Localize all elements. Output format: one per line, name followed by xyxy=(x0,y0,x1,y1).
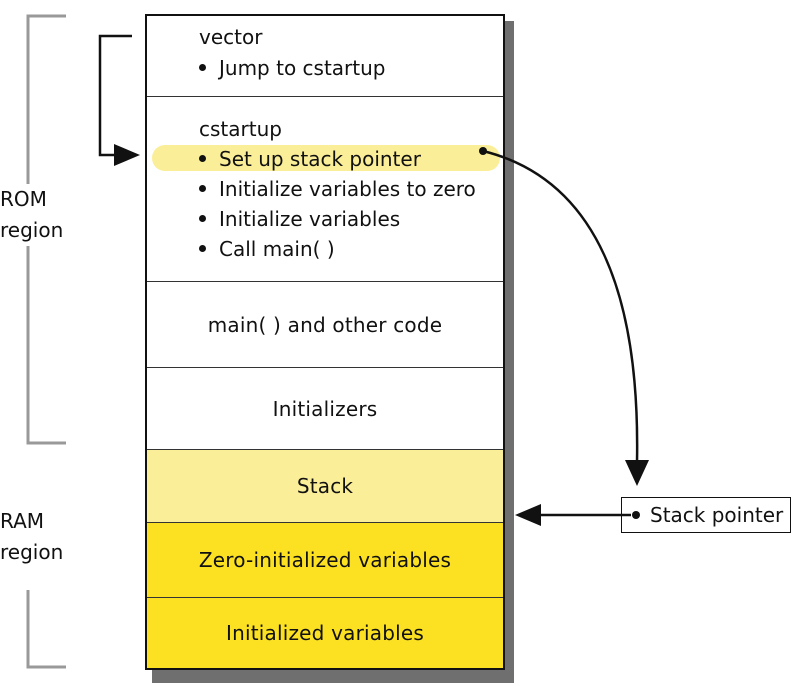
bullet-dot xyxy=(199,64,206,71)
cstartup-block: cstartup Set up stack pointer Initialize… xyxy=(147,97,503,282)
cstartup-title: cstartup xyxy=(199,117,282,141)
jump-arrow-line xyxy=(98,34,132,157)
ram-label-line2: region xyxy=(0,540,64,564)
initialized-variables-label: Initialized variables xyxy=(225,621,425,645)
cstartup-bullet: Initialize variables to zero xyxy=(199,177,476,201)
bullet-text: Set up stack pointer xyxy=(219,147,421,171)
bullet-text: Initialize variables xyxy=(219,207,401,231)
zero-initialized-label: Zero-initialized variables xyxy=(198,548,452,572)
rom-region-label: ROM region xyxy=(0,184,64,246)
ram-region-label: RAM region xyxy=(0,506,63,568)
vector-block: vector Jump to cstartup xyxy=(147,16,503,97)
cstartup-bullet: Set up stack pointer xyxy=(199,147,421,171)
stack-pointer-arrow-head xyxy=(515,504,541,526)
stack-pointer-dot xyxy=(632,511,640,519)
bullet-text: Call main( ) xyxy=(219,237,335,261)
cstartup-bullet: Call main( ) xyxy=(199,237,335,261)
bullet-dot xyxy=(199,215,206,222)
vector-title: vector xyxy=(199,25,263,49)
main-code-label: main( ) and other code xyxy=(207,312,443,337)
stack-pointer-highlight xyxy=(152,145,500,171)
bullet-text: Initialize variables to zero xyxy=(219,177,476,201)
cstartup-bullet: Initialize variables xyxy=(199,207,400,231)
rom-label-line1: ROM xyxy=(0,187,47,211)
stack-pointer-label: Stack pointer xyxy=(650,503,784,527)
bullet-dot xyxy=(199,185,206,192)
jump-arrow-head xyxy=(114,144,140,166)
setup-to-stack-arrow-head xyxy=(625,460,649,486)
memory-map: vector Jump to cstartup cstartup Set up … xyxy=(145,14,505,670)
initialized-variables-block: Initialized variables xyxy=(147,598,503,668)
main-code-block: main( ) and other code xyxy=(147,282,503,368)
initializers-block: Initializers xyxy=(147,368,503,450)
zero-initialized-block: Zero-initialized variables xyxy=(147,523,503,598)
stack-pointer-box: Stack pointer xyxy=(621,497,791,533)
ram-label-line1: RAM xyxy=(0,509,45,533)
stack-block: Stack xyxy=(147,450,503,523)
ram-region-bracket xyxy=(26,590,66,669)
bullet-dot xyxy=(199,155,206,162)
setup-to-stack-arrow-curve xyxy=(482,149,639,463)
stack-label: Stack xyxy=(296,474,354,498)
bullet-dot xyxy=(199,245,206,252)
initializers-label: Initializers xyxy=(272,396,378,421)
rom-label-line2: region xyxy=(0,218,64,242)
bullet-text: Jump to cstartup xyxy=(219,56,386,80)
vector-bullet: Jump to cstartup xyxy=(199,56,386,80)
